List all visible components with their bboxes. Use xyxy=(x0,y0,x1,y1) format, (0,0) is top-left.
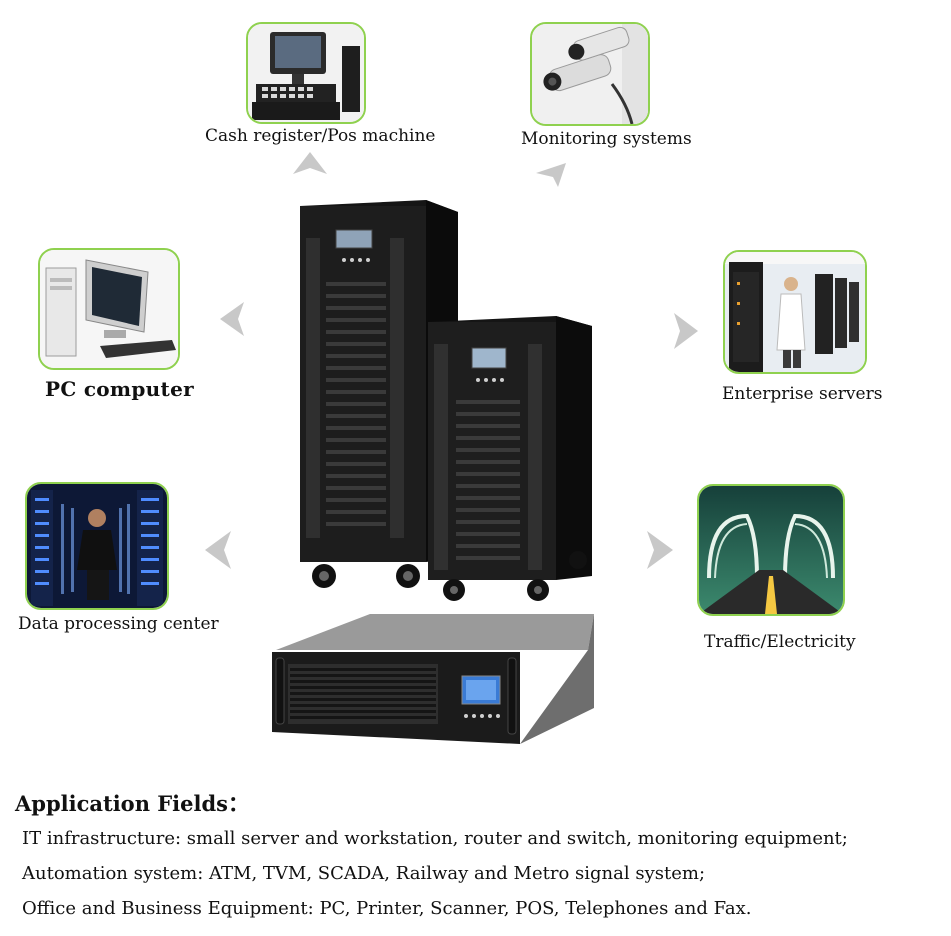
servers-tile xyxy=(723,250,867,374)
highway-bridge-icon xyxy=(699,486,843,614)
pos-label: Cash register/Pos machine xyxy=(205,126,436,146)
traffic-tile xyxy=(697,484,845,616)
fields-title: Application Fields： xyxy=(15,791,250,816)
ups-rack-unit xyxy=(270,612,596,746)
fields-line-automation: Automation system: ATM, TVM, SCADA, Rail… xyxy=(22,863,706,884)
datacenter-label: Data processing center xyxy=(18,614,219,634)
pos-terminal-icon xyxy=(248,24,364,122)
cctv-camera-icon xyxy=(532,24,648,124)
pos-tile xyxy=(246,22,366,124)
desktop-computer-icon xyxy=(40,250,178,368)
ups-tower-large xyxy=(296,198,464,592)
fields-line-office: Office and Business Equipment: PC, Print… xyxy=(22,898,752,919)
ups-tower-small xyxy=(426,314,596,606)
server-room-icon xyxy=(725,252,865,372)
monitoring-tile xyxy=(530,22,650,126)
datacenter-tile xyxy=(25,482,169,610)
monitoring-label: Monitoring systems xyxy=(521,129,692,149)
pc-tile xyxy=(38,248,180,370)
pc-label: PC computer xyxy=(45,377,194,401)
servers-label: Enterprise servers xyxy=(722,384,883,404)
traffic-label: Traffic/Electricity xyxy=(704,632,856,652)
fields-line-it: IT infrastructure: small server and work… xyxy=(22,828,848,849)
data-center-icon xyxy=(27,484,167,608)
